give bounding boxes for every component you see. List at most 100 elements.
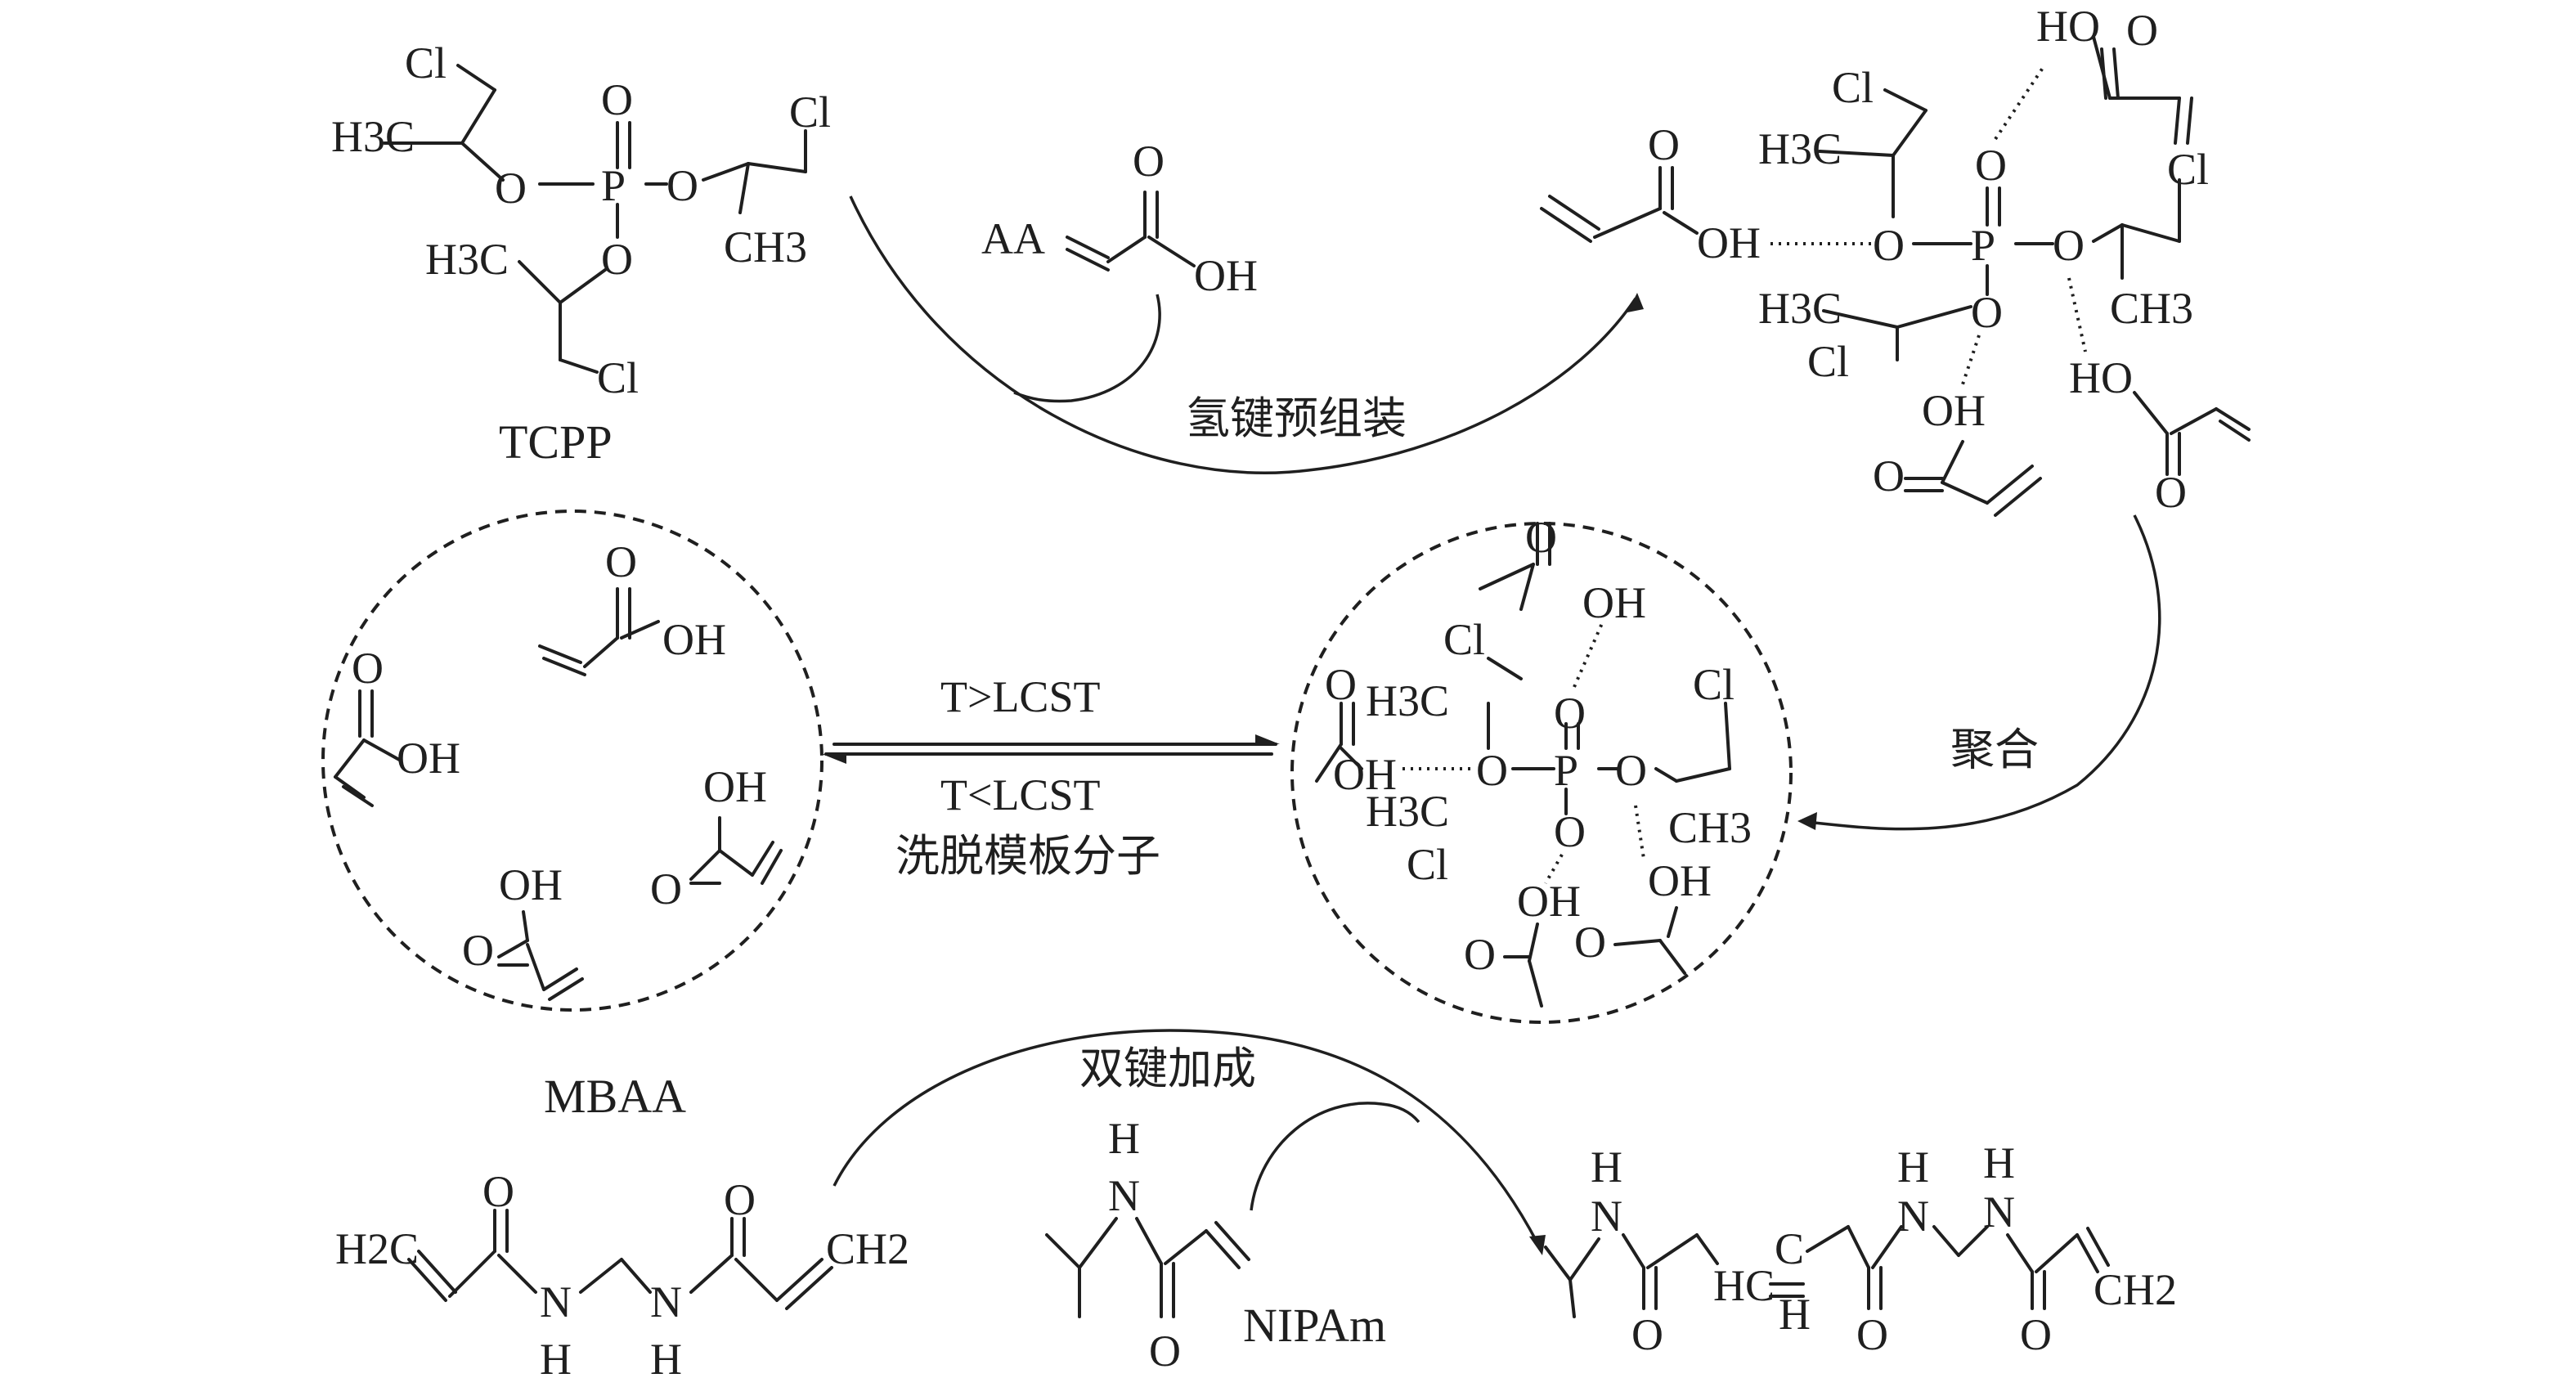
mbaa-h-left: H bbox=[540, 1335, 572, 1384]
crosslinked-product: H N O HC C H O H N H N O CH2 bbox=[1544, 1138, 2177, 1359]
cx-cl-right: Cl bbox=[2167, 145, 2209, 194]
cx-ch3-right: CH3 bbox=[2110, 284, 2193, 333]
cx-cl-bottom: Cl bbox=[1807, 337, 1849, 386]
mbaa-n-right: N bbox=[650, 1277, 682, 1326]
ip-cl-top: Cl bbox=[1443, 615, 1485, 664]
equilibrium: T>LCST T<LCST 洗脱模板分子 bbox=[822, 672, 1280, 882]
mbaa-label: MBAA bbox=[544, 1070, 686, 1123]
prod-n-left: N bbox=[1591, 1192, 1622, 1241]
step-hbond-label: 氢键预组装 bbox=[1186, 393, 1407, 444]
cav-o-left: O bbox=[352, 644, 384, 693]
arrow-aa-curl bbox=[1013, 294, 1161, 403]
cav-o-top: O bbox=[605, 537, 637, 586]
ip-cl-bottom: Cl bbox=[1407, 840, 1448, 889]
ip-o-left: O bbox=[1325, 660, 1357, 709]
cav-oh-top: OH bbox=[662, 615, 726, 664]
prod-o-3: O bbox=[2020, 1310, 2052, 1359]
tcpp-o-left: O bbox=[495, 164, 527, 213]
step-polymerize-label: 聚合 bbox=[1950, 724, 2039, 775]
nipam-n: N bbox=[1108, 1171, 1140, 1220]
arrowhead-addition bbox=[1529, 1235, 1546, 1255]
nipam-molecule: H N O NIPAm bbox=[1045, 1114, 1386, 1376]
cx-aa-left-oh: OH bbox=[1697, 218, 1761, 267]
ip-o-bottom-right: O bbox=[1574, 918, 1606, 967]
cav-oh-bottom: OH bbox=[499, 860, 563, 909]
ip-h3c-bottom: H3C bbox=[1366, 787, 1449, 836]
prod-h-n3: H bbox=[1983, 1138, 2015, 1187]
mbaa-o-right: O bbox=[724, 1175, 756, 1224]
prod-n-3: N bbox=[1983, 1187, 2015, 1237]
prod-h-left: H bbox=[1591, 1142, 1622, 1192]
arrow-nipam-curl bbox=[1250, 1102, 1420, 1211]
prod-ch2: CH2 bbox=[2094, 1265, 2177, 1314]
aa-oh: OH bbox=[1194, 251, 1258, 300]
cx-o-bottom: O bbox=[1971, 288, 2003, 337]
prod-n-2: N bbox=[1897, 1192, 1929, 1241]
nipam-o: O bbox=[1149, 1326, 1181, 1376]
cx-aa-left-o: O bbox=[1648, 120, 1680, 169]
temp-high-label: T>LCST bbox=[940, 672, 1100, 721]
imprinted-ring bbox=[1290, 522, 1793, 1024]
arrowhead-backward bbox=[822, 754, 846, 764]
ip-o-bottom-left: O bbox=[1464, 930, 1496, 979]
ip-cl-right: Cl bbox=[1693, 660, 1735, 709]
cx-o-left: O bbox=[1873, 221, 1905, 270]
tcpp-ch3-right: CH3 bbox=[724, 222, 807, 272]
prod-hc: HC bbox=[1713, 1261, 1775, 1310]
prod-c: C bbox=[1775, 1224, 1804, 1273]
elute-label: 洗脱模板分子 bbox=[895, 830, 1160, 882]
cx-h3c-top: H3C bbox=[1758, 124, 1842, 173]
aa-label: AA bbox=[981, 214, 1045, 263]
aa-molecule: AA O OH bbox=[981, 137, 1258, 300]
arrow-tcpp-to-complex bbox=[849, 195, 1637, 474]
prod-o-1: O bbox=[1631, 1310, 1663, 1359]
cav-o-bottom: O bbox=[462, 926, 494, 975]
tcpp-h3c-bottom: H3C bbox=[425, 235, 509, 284]
cav-oh-left: OH bbox=[397, 734, 460, 783]
cx-o-right: O bbox=[2053, 221, 2085, 270]
tcpp-o-double: O bbox=[601, 75, 633, 124]
mbaa-molecule: H2C O N H N H O CH2 bbox=[335, 1167, 909, 1384]
ip-o-a: O bbox=[1476, 746, 1508, 795]
ip-o-top: O bbox=[1525, 513, 1557, 562]
ip-oh-left: OH bbox=[1333, 750, 1397, 799]
prod-h-n2: H bbox=[1897, 1142, 1929, 1192]
cavity-ring bbox=[321, 509, 824, 1012]
cx-oh-bottom: OH bbox=[1922, 386, 1986, 435]
cx-ho-top: HO bbox=[2036, 2, 2100, 51]
arrowhead-polymerize bbox=[1797, 812, 1817, 830]
tcpp-cl-top: Cl bbox=[405, 38, 447, 88]
cav-o-right: O bbox=[650, 864, 682, 913]
cavity-polymer: O OH O OH OH O OH O bbox=[321, 509, 824, 1012]
cav-oh-right: OH bbox=[703, 762, 767, 811]
arrowhead-forward bbox=[1255, 734, 1280, 744]
arrowhead-hbond bbox=[1627, 293, 1644, 312]
mbaa-o-left: O bbox=[482, 1167, 514, 1216]
cx-o-top: O bbox=[2126, 6, 2158, 55]
mbaa-n-left: N bbox=[540, 1277, 572, 1326]
nipam-h: H bbox=[1108, 1114, 1140, 1163]
ip-oh-bottom-right: OH bbox=[1648, 856, 1712, 905]
cx-o-double: O bbox=[1975, 141, 2007, 190]
cx-o-bottom-aa: O bbox=[1873, 451, 1905, 500]
mbaa-ch2: CH2 bbox=[826, 1224, 909, 1273]
arrow-addition bbox=[832, 1029, 1539, 1244]
temp-low-label: T<LCST bbox=[940, 770, 1100, 819]
ip-ch3-right: CH3 bbox=[1668, 803, 1752, 852]
tcpp-molecule: Cl H3C O O P O Cl CH3 O H3C Cl TCPP bbox=[331, 38, 831, 469]
aa-o: O bbox=[1133, 137, 1165, 186]
nipam-label: NIPAm bbox=[1243, 1299, 1386, 1352]
ip-o-double: O bbox=[1554, 689, 1586, 738]
step-addition-label: 双键加成 bbox=[1079, 1043, 1256, 1094]
cx-ho-bottom: HO bbox=[2069, 353, 2133, 402]
ip-h3c-top: H3C bbox=[1366, 676, 1449, 725]
ip-oh-bottom-left: OH bbox=[1517, 877, 1581, 926]
tcpp-label: TCPP bbox=[499, 415, 613, 469]
prod-h-mid: H bbox=[1779, 1290, 1811, 1339]
cx-o-bottom-right: O bbox=[2155, 468, 2187, 517]
tcpp-cl-bottom: Cl bbox=[597, 353, 639, 402]
cx-p: P bbox=[1971, 221, 1995, 270]
imprinted-polymer: O OH O P O OH O Cl H3C O Cl CH3 O H3C Cl… bbox=[1290, 513, 1793, 1024]
tcpp-cl-right: Cl bbox=[789, 88, 831, 137]
